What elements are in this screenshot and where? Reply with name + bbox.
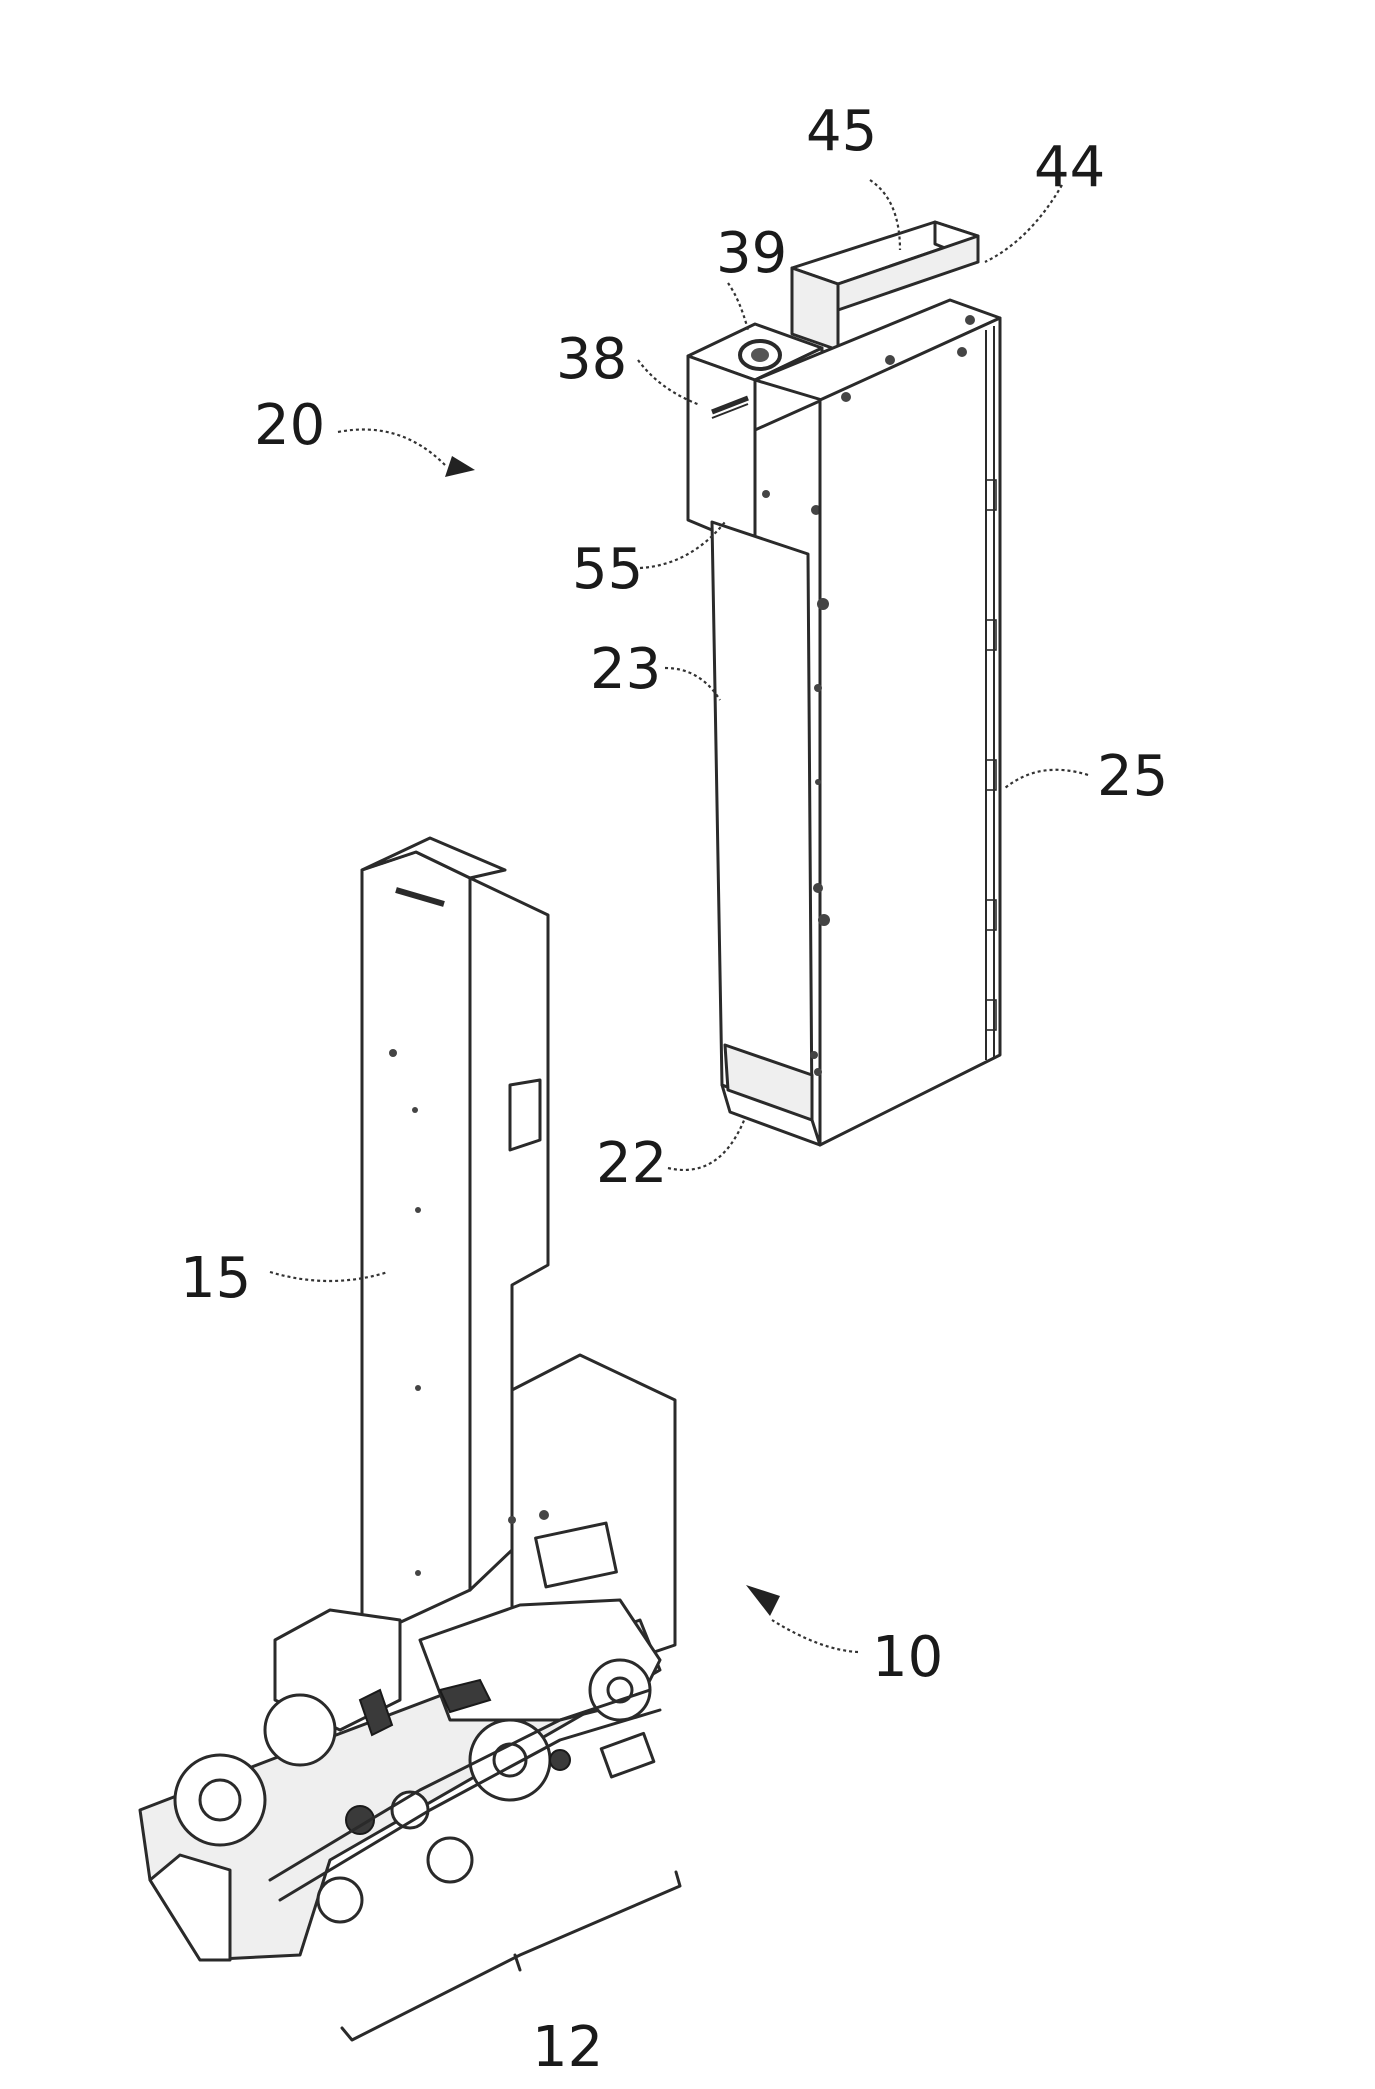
head-block: [688, 324, 822, 548]
mechanism-base: [140, 1600, 660, 1960]
cartridge-assembly: [688, 222, 1000, 1145]
ref-label-23: 23: [590, 637, 661, 702]
ref-label-44: 44: [1034, 135, 1105, 200]
ref-label-45: 45: [806, 99, 877, 164]
arrow-10: [746, 1585, 780, 1616]
ref-label-20: 20: [254, 393, 325, 458]
ref-label-55: 55: [572, 537, 643, 602]
ref-label-22: 22: [596, 1131, 667, 1196]
arrow-20: [445, 456, 475, 477]
ref-label-39: 39: [716, 221, 787, 286]
bracket-12: [342, 1872, 680, 2040]
ref-label-38: 38: [556, 327, 627, 392]
dispenser-assembly: [140, 838, 680, 2040]
ref-label-25: 25: [1097, 744, 1168, 809]
ref-label-12: 12: [532, 2015, 603, 2080]
ref-label-10: 10: [872, 1625, 943, 1690]
ref-label-15: 15: [180, 1246, 251, 1311]
